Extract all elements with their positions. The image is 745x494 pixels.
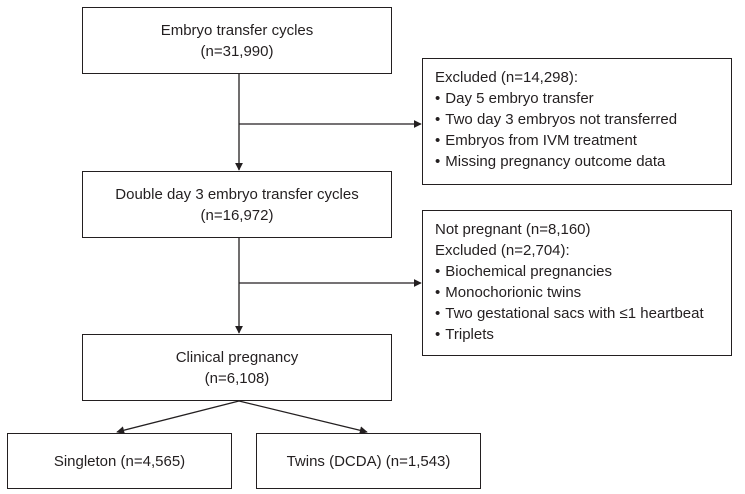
embryo-transfer-count: (n=31,990) — [200, 42, 274, 60]
list-item: Day 5 embryo transfer — [435, 88, 721, 109]
exclusion-2-list: Biochemical pregnancies Monochorionic tw… — [435, 261, 721, 345]
arrow-pregnancy-to-twins — [238, 400, 368, 435]
embryo-transfer-box: Embryo transfer cycles (n=31,990) — [82, 7, 392, 74]
singleton-box: Singleton (n=4,565) — [7, 433, 232, 489]
exclusion-1-heading: Excluded (n=14,298): — [435, 69, 579, 86]
singleton-label: Singleton (n=4,565) — [53, 452, 186, 470]
exclusion-box-2: Not pregnant (n=8,160) Excluded (n=2,704… — [422, 210, 732, 356]
clinical-pregnancy-title: Clinical pregnancy — [175, 348, 299, 366]
twins-box: Twins (DCDA) (n=1,543) — [256, 433, 481, 489]
clinical-pregnancy-count: (n=6,108) — [204, 369, 270, 387]
exclusion-2-heading: Excluded (n=2,704): — [435, 242, 570, 259]
double-transfer-title: Double day 3 embryo transfer cycles — [115, 185, 359, 203]
list-item: Monochorionic twins — [435, 282, 721, 303]
list-item: Two gestational sacs with ≤1 heartbeat — [435, 303, 721, 324]
not-pregnant-label: Not pregnant (n=8,160) — [435, 221, 591, 238]
list-item: Missing pregnancy outcome data — [435, 151, 721, 172]
exclusion-1-list: Day 5 embryo transfer Two day 3 embryos … — [435, 88, 721, 172]
double-transfer-count: (n=16,972) — [200, 206, 274, 224]
list-item: Triplets — [435, 324, 721, 345]
list-item: Two day 3 embryos not transferred — [435, 109, 721, 130]
list-item: Embryos from IVM treatment — [435, 130, 721, 151]
list-item: Biochemical pregnancies — [435, 261, 721, 282]
exclusion-box-1: Excluded (n=14,298): Day 5 embryo transf… — [422, 58, 732, 185]
double-transfer-box: Double day 3 embryo transfer cycles (n=1… — [82, 171, 392, 238]
arrow-pregnancy-to-singleton — [116, 400, 240, 435]
clinical-pregnancy-box: Clinical pregnancy (n=6,108) — [82, 334, 392, 401]
embryo-transfer-title: Embryo transfer cycles — [160, 21, 314, 39]
twins-label: Twins (DCDA) (n=1,543) — [286, 452, 451, 470]
